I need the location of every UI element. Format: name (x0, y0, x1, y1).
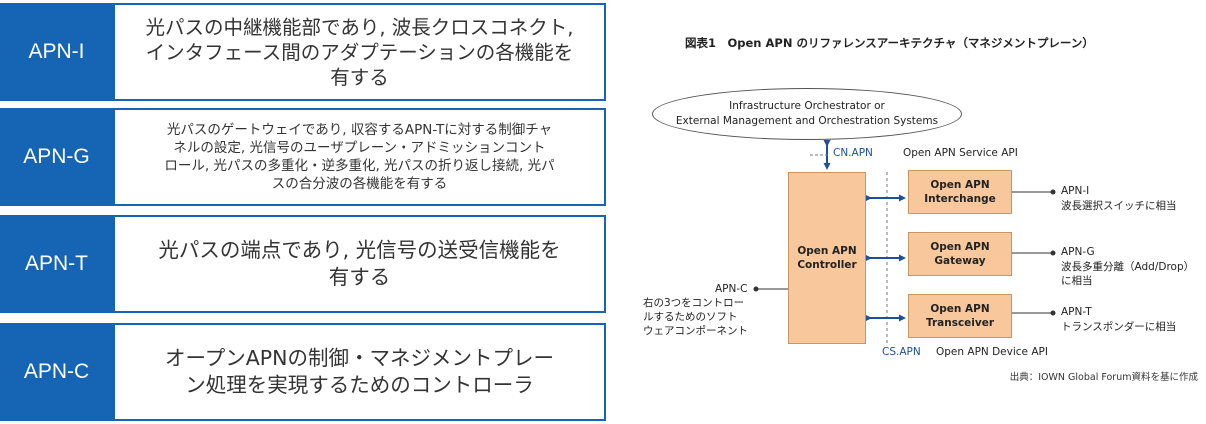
apn-c-desc: ウェアコンポーネント (643, 325, 748, 337)
row-description: 光パスのゲートウェイであり, 収容するAPN-Tに対する制御チャ ネルの設定, … (113, 108, 606, 206)
transceiver-box: Open APN Transceiver (908, 294, 1012, 338)
cn-apn-label: CN.APN (833, 147, 873, 159)
leader-dot-apn-i (1050, 189, 1056, 195)
desc-line: インタフェース間のアダプテーションの各機能を (145, 40, 574, 64)
apn-g-tag: APN-G (1061, 246, 1095, 258)
transceiver-line: Open APN (930, 303, 990, 315)
row-description: 光パスの中継機能部であり, 波長クロスコネクト, インタフェース間のアダプテーシ… (113, 3, 606, 101)
table-row-apn-i: APN-I 光パスの中継機能部であり, 波長クロスコネクト, インタフェース間の… (0, 3, 606, 101)
table-row-apn-g: APN-G 光パスのゲートウェイであり, 収容するAPN-Tに対する制御チャ ネ… (0, 108, 606, 206)
gateway-line: Gateway (934, 255, 986, 267)
row-label: APN-I (0, 3, 113, 101)
gateway-box: Open APN Gateway (908, 232, 1012, 276)
apn-i-tag: APN-I (1061, 185, 1090, 197)
apn-t-tag: APN-T (1061, 306, 1092, 318)
architecture-diagram: 図表1 Open APN のリファレンスアーキテクチャ（マネジメントプレーン） … (620, 0, 1206, 424)
figure-title: 図表1 Open APN のリファレンスアーキテクチャ（マネジメントプレーン） (685, 36, 1094, 50)
desc-line: 有する (330, 65, 389, 89)
service-api-label: Open APN Service API (903, 147, 1018, 159)
apn-t-desc: トランスポンダーに相当 (1061, 321, 1177, 333)
apn-c-desc: ルするためのソフト (643, 311, 738, 323)
connector-lines (753, 140, 1056, 346)
table-row-apn-t: APN-T 光パスの端点であり, 光信号の送受信機能を 有する (0, 215, 606, 313)
desc-line: オープンAPNの制御・マネジメントプレー (165, 346, 554, 370)
row-description: 光パスの端点であり, 光信号の送受信機能を 有する (113, 215, 606, 313)
apn-c-desc: 右の3つをコントロー (643, 297, 745, 309)
gateway-line: Open APN (930, 241, 990, 253)
apn-g-desc: 波長多重分離（Add/Drop） (1061, 261, 1195, 273)
apn-i-desc: 波長選択スイッチに相当 (1061, 200, 1177, 212)
controller-line: Open APN (797, 245, 857, 257)
desc-line: ロール, 光パスの多重化・逆多重化, 光パスの折り返し接続, 光パ (164, 158, 555, 174)
table-row-apn-c: APN-C オープンAPNの制御・マネジメントプレー ン処理を実現するためのコン… (0, 323, 606, 421)
desc-line: ネルの設定, 光信号のユーザプレーン・アドミッションコント (173, 140, 546, 156)
device-api-label: Open APN Device API (936, 346, 1048, 358)
apn-c-tag: APN-C (715, 283, 748, 295)
row-label: APN-G (0, 108, 113, 206)
desc-line: 光パスの端点であり, 光信号の送受信機能を (158, 238, 561, 262)
transceiver-line: Transceiver (925, 317, 995, 329)
desc-line: 有する (328, 265, 391, 289)
row-label: APN-C (0, 323, 113, 421)
row-description: オープンAPNの制御・マネジメントプレー ン処理を実現するためのコントローラ (113, 323, 606, 421)
orchestrator-line: Infrastructure Orchestrator or (729, 100, 885, 112)
desc-line: 光パスのゲートウェイであり, 収容するAPN-Tに対する制御チャ (166, 122, 553, 138)
orchestrator-ellipse: Infrastructure Orchestrator or External … (652, 88, 962, 140)
controller-line: Controller (797, 259, 857, 271)
leader-dot-apn-t (1050, 310, 1056, 316)
source-note: 出典：IOWN Global Forum資料を基に作成 (1009, 372, 1198, 383)
desc-line: 光パスの中継機能部であり, 波長クロスコネクト, (145, 15, 574, 39)
cs-apn-label: CS.APN (882, 346, 921, 358)
interchange-box: Open APN Interchange (908, 170, 1012, 214)
interchange-line: Interchange (924, 193, 996, 205)
interchange-line: Open APN (930, 179, 990, 191)
desc-line: ン処理を実現するためのコントローラ (185, 373, 534, 397)
leader-dot-apn-g (1050, 250, 1056, 256)
apn-g-desc: に相当 (1061, 275, 1093, 287)
orchestrator-line: External Management and Orchestration Sy… (675, 115, 939, 127)
controller-box: Open APN Controller (788, 172, 866, 344)
row-label: APN-T (0, 215, 113, 313)
desc-line: スの合分波の各機能を有する (271, 176, 448, 192)
